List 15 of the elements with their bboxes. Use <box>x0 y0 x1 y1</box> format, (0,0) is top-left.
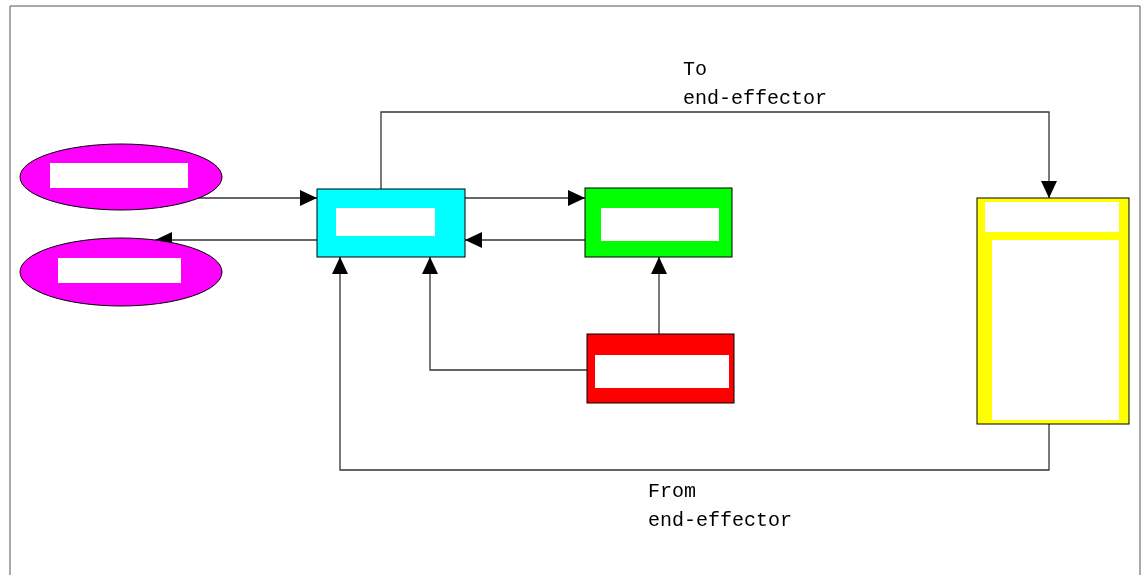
arrow <box>422 256 588 371</box>
arrow <box>380 111 1057 199</box>
arrow <box>464 232 586 248</box>
oval-node <box>19 237 223 307</box>
oval-node <box>19 143 223 211</box>
edge-label: From end-effector <box>648 479 794 534</box>
arrow <box>464 190 586 206</box>
arrow <box>198 190 318 206</box>
arrow <box>651 256 667 335</box>
process-box <box>586 333 735 404</box>
process-box <box>316 188 466 258</box>
process-box <box>976 197 1130 425</box>
edge-label: To end-effector <box>683 57 829 112</box>
process-box <box>584 187 733 258</box>
arrow <box>332 256 1050 471</box>
